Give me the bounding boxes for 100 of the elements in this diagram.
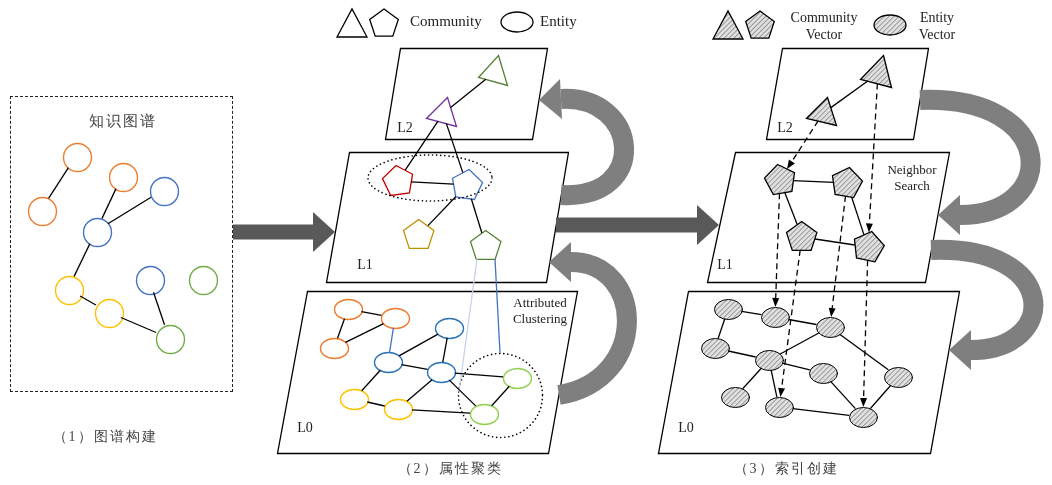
edge-line [107,196,152,225]
layer-plane [275,289,579,455]
entity-circle [107,161,139,193]
community-vector-pentagon [831,165,865,199]
dashed-arrow [865,82,879,233]
edge-line [406,379,433,402]
layer-plane [383,46,549,141]
edge-line [360,310,383,317]
edge-line [781,362,811,371]
edge-line [47,167,70,199]
edge-line [448,379,477,407]
edge-line [398,333,439,357]
legend-label: Entity Vector [917,9,957,43]
edge-line [73,242,91,278]
annotation-text: Neighbor Search [886,162,938,194]
panel-caption: （3）索引创建 [732,459,840,477]
curved-arrow [539,78,634,205]
community-vector-pentagon [785,219,819,252]
entity-vector-ellipse [699,336,731,360]
entity-circle [93,297,125,329]
dashed-arrow [787,120,819,170]
edge-line [770,369,778,398]
layer-plane [705,150,951,284]
layer-label: L0 [297,420,313,436]
edge-line [839,333,889,371]
edge-line [814,238,856,246]
entity-vector-ellipse [814,315,846,339]
community-pentagon [402,217,436,250]
entity-vector-ellipse [807,361,839,385]
edge-line [404,120,439,171]
entity-circle [372,350,404,374]
entity-vector-ellipse [847,405,879,429]
entity-vector-ellipse [759,305,791,329]
entity-circle [154,323,186,355]
edge-line [792,407,850,417]
edge-line [454,372,504,378]
edge-line [829,380,857,410]
layer-label: L2 [397,120,413,136]
edge-line [740,310,763,316]
edge-line [120,316,157,334]
entity-vector-ellipse [712,297,744,321]
edge-line [101,187,117,220]
edge-line [449,78,487,109]
layer-plane [764,46,930,141]
panel-title: 知识图谱 [89,113,157,129]
community-pentagon [380,163,414,197]
entity-circle [433,316,465,340]
curved-arrow [919,90,1040,235]
edge-line [458,258,478,393]
entity-circle [318,336,350,360]
entity-circle [148,175,180,207]
entity-circle [382,397,414,421]
entity-circle [61,141,93,173]
edge-line [442,337,448,363]
dashed-arrow [772,192,781,307]
entity-vector-ellipse [882,365,914,389]
entity-circle [26,195,58,227]
community-pentagon [469,228,503,261]
entity-vector-ellipse [719,385,751,409]
edge-line [344,323,385,343]
entity-vector-ellipse [753,348,785,372]
annotation-text: Attributed Clustering [511,295,569,327]
dashed-arrow [778,249,801,397]
entity-circle [425,360,457,384]
edge-line [779,332,820,355]
layer-label: L1 [717,257,733,273]
entity-vector-ellipse [763,395,795,419]
entity-circle [53,274,85,306]
panel-caption: （1）图谱构建 [51,427,159,445]
edge-line [388,327,395,353]
entity-circle [81,216,113,248]
edge-line [727,350,757,358]
edge-line [361,369,381,392]
edge-line [152,291,166,326]
community-vector-pentagon [762,162,796,196]
dashed-arrow [828,195,847,318]
edge-line [427,195,457,227]
edge-line [491,385,510,407]
legend-label: Entity [540,13,577,30]
dashed-arrow [860,259,869,407]
legend-label: Community [410,13,482,30]
edge-line [79,295,97,306]
layer-plane [324,150,570,284]
panel-caption: （2）属性聚类 [396,459,504,477]
entity-circle [187,264,219,296]
layer-label: L1 [357,257,373,273]
edge-line [336,318,346,339]
entity-circle [468,402,500,426]
legend-label: Community Vector [789,9,859,43]
entity-circle [332,297,364,321]
entity-circle [134,264,166,296]
entity-circle [501,366,533,390]
edge-line [445,122,464,174]
edge-line [470,198,483,234]
layer-plane [656,289,961,455]
edge-line [829,80,869,109]
layer-label: L0 [678,420,694,436]
entity-circle [379,306,411,330]
cluster-circle [456,351,544,439]
edge-line [784,191,798,226]
